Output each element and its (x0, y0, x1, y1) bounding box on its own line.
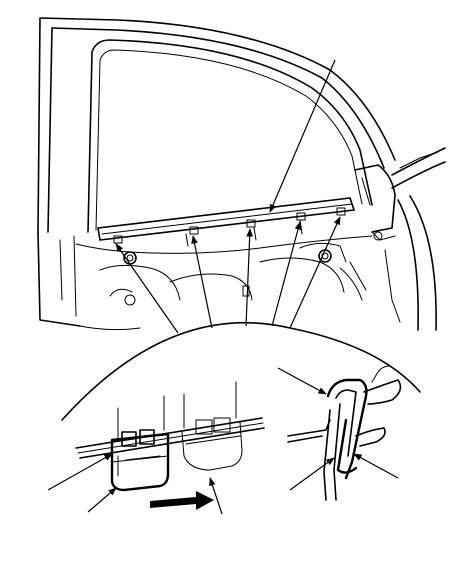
body-fender (392, 148, 445, 188)
clip-body-left (112, 434, 168, 490)
belt-molding (98, 198, 354, 243)
clip-tab-5 (337, 208, 345, 215)
leader-molding (270, 60, 335, 213)
clip-tab-2 (190, 227, 198, 234)
leader-clip-hook (88, 487, 117, 512)
clip-body-right (182, 422, 242, 470)
clip-detail-left (48, 382, 264, 514)
leader-section-top (278, 368, 327, 394)
leader-rail (48, 454, 113, 490)
leader-clip-1 (116, 243, 178, 333)
door-left-pillar (38, 232, 80, 326)
clip-tab-3 (247, 220, 255, 227)
door-outer-frame (38, 18, 395, 232)
leader-section-hook (290, 457, 335, 490)
arrow-right-icon (150, 491, 214, 510)
inner-panel (76, 220, 400, 330)
detail-bubble-arc (62, 323, 420, 420)
leader-clip-right (209, 477, 222, 514)
clip-cross-section (278, 366, 400, 500)
callout-leaders (116, 60, 340, 333)
molding-top-edge (98, 198, 350, 228)
window-opening-inner (96, 50, 362, 230)
clip-tab-1 (114, 236, 122, 243)
leader-clip-2 (191, 235, 212, 328)
leader-clip-4 (272, 221, 302, 326)
leader-clip-5 (290, 216, 340, 328)
window-opening (88, 40, 372, 232)
door-frame-inner-edge (48, 28, 384, 232)
leader-clip-3 (246, 228, 254, 326)
molding-bottom-edge (100, 210, 354, 240)
clip-tab-4 (297, 213, 305, 220)
mirror-mount (355, 165, 395, 232)
panel-hole (125, 295, 135, 305)
leader-section-lip (353, 454, 398, 478)
door-body (38, 18, 445, 330)
molding-section (328, 380, 366, 478)
clip-hook-section (338, 420, 356, 473)
